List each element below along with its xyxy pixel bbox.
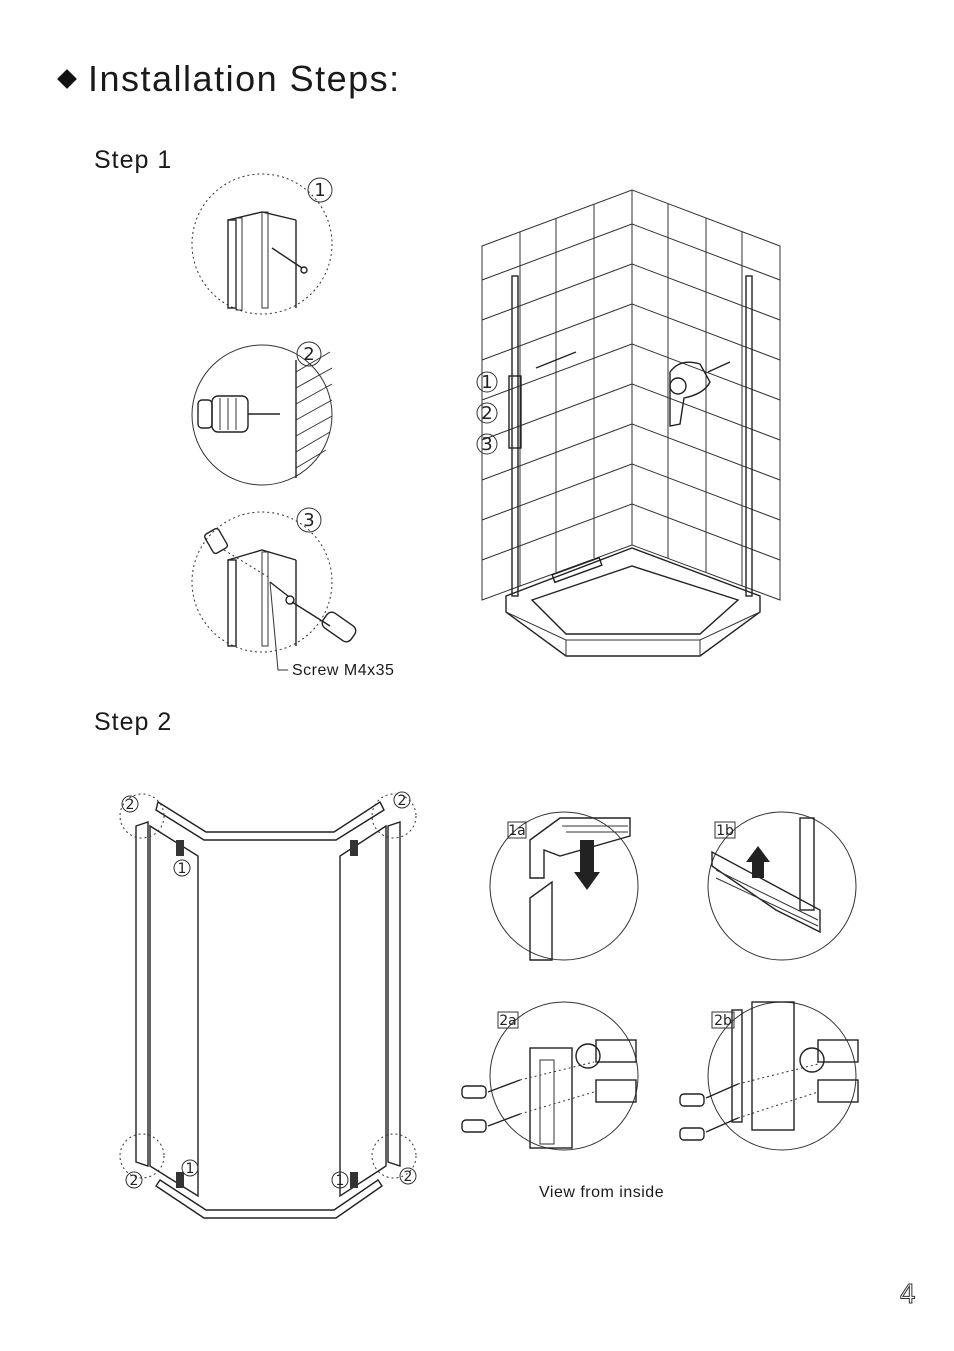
- detail-1b: 1b: [707, 811, 857, 961]
- detail-2b: 2b: [679, 1001, 859, 1151]
- tray-callout-1: 1: [481, 372, 492, 393]
- step2-panels: 2 2 1 1 2 1 2: [119, 791, 417, 1219]
- step1-callout-3: 3: [303, 510, 314, 531]
- detail-label-2a: 2a: [499, 1013, 517, 1029]
- detail-label-2b: 2b: [714, 1013, 732, 1029]
- tray-callout-2: 2: [481, 403, 492, 424]
- panel-callout-2-br: 2: [404, 1169, 413, 1185]
- step2-heading: Step 2: [94, 708, 173, 736]
- page-number: 4: [899, 1280, 917, 1311]
- panel-callout-1-tl: 1: [178, 861, 187, 877]
- screw-label: Screw M4x35: [292, 662, 395, 679]
- step1-detail-2: 2: [191, 341, 333, 486]
- detail-label-1b: 1b: [716, 823, 734, 839]
- step1-callout-1: 1: [314, 180, 325, 201]
- tray-callout-3: 3: [481, 434, 492, 455]
- page-title: Installation Steps:: [57, 58, 401, 100]
- step1-heading: Step 1: [94, 146, 173, 174]
- panel-callout-1-br: 1: [336, 1173, 345, 1189]
- panel-callout-2-tr: 2: [398, 793, 407, 809]
- panel-callout-2-bl: 2: [130, 1173, 139, 1189]
- step1-detail-3: 3: [191, 507, 357, 671]
- detail-2a: 2a: [461, 1001, 639, 1151]
- view-caption: View from inside: [539, 1184, 665, 1201]
- detail-label-1a: 1a: [508, 823, 526, 839]
- shower-tray-view: 1 2 3: [476, 189, 781, 657]
- panel-callout-2-tl: 2: [126, 797, 135, 813]
- title-text: Installation Steps:: [88, 58, 401, 99]
- detail-1a: 1a: [489, 811, 639, 961]
- step1-detail-1: 1: [191, 173, 333, 315]
- panel-callout-1-bl: 1: [186, 1161, 195, 1177]
- step1-callout-2: 2: [303, 344, 314, 365]
